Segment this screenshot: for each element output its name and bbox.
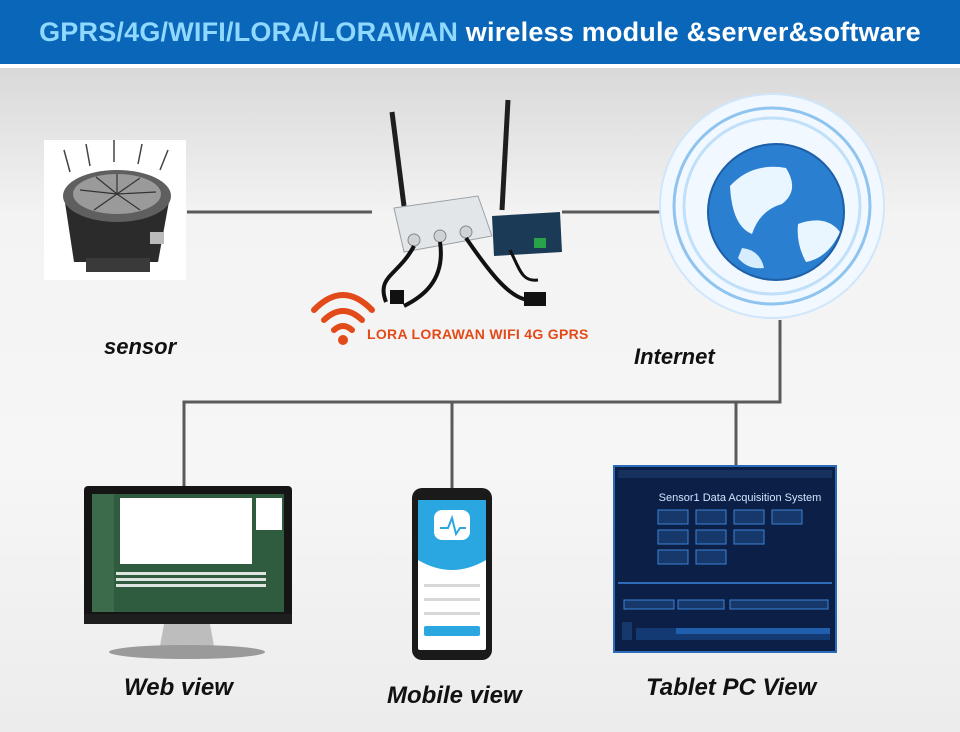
router-gateway-icon (381, 99, 562, 308)
sensor-device-icon (44, 140, 186, 280)
monitor-icon (84, 486, 292, 659)
diagram-canvas (44, 93, 885, 660)
internet-bus-link (182, 320, 782, 488)
wifi-icon (311, 292, 375, 333)
tablet-view-label: Tablet PC View (646, 674, 817, 701)
connector-lines (182, 210, 782, 488)
protocol-label: LORA LORAWAN WIFI 4G GPRS (367, 326, 589, 342)
tablet-icon (613, 465, 837, 653)
title-accent: GPRS/4G/WIFI/LORA/LORAWAN (39, 16, 459, 47)
header-banner: GPRS/4G/WIFI/LORA/LORAWAN wireless modul… (0, 0, 960, 68)
tablet-screen-title: Sensor1 Data Acquisition System (658, 492, 822, 504)
wifi-dot (338, 335, 348, 345)
phone-icon (412, 488, 492, 660)
sensor-label: sensor (104, 334, 177, 359)
mobile-view-label: Mobile view (387, 682, 522, 709)
web-view-label: Web view (124, 674, 233, 701)
internet-label: Internet (634, 344, 715, 369)
globe-icon (659, 93, 885, 319)
diagram-stage: Sensor1 Data Acquisition System LORA LOR… (0, 68, 960, 732)
page-title: GPRS/4G/WIFI/LORA/LORAWAN wireless modul… (39, 17, 921, 48)
title-rest: wireless module &server&software (458, 16, 921, 47)
